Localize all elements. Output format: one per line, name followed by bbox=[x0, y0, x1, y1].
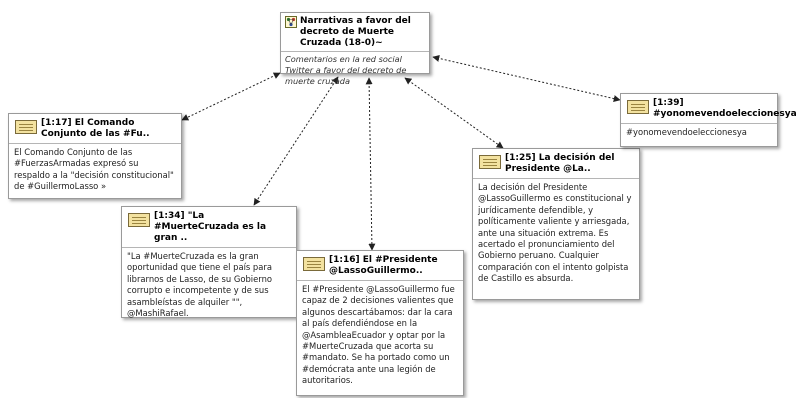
quotation-node-139[interactable]: [1:39] #yonomevendoeleccionesya #yonomev… bbox=[620, 93, 797, 147]
quotation-text: El #Presidente @LassoGuillermo fue capaz… bbox=[297, 280, 463, 390]
quotation-title: [1:17] El Comando Conjunto de las #Fu.. bbox=[41, 118, 150, 139]
quotation-text: #yonomevendoeleccionesya bbox=[621, 123, 777, 141]
quotation-node-125[interactable]: [1:25] La decisión del Presidente @La.. … bbox=[472, 148, 640, 300]
quotation-title: [1:39] #yonomevendoeleccionesya bbox=[653, 98, 797, 119]
code-node-header: Narrativas a favor del decreto de Muerte… bbox=[281, 13, 429, 51]
quotation-header: [1:17] El Comando Conjunto de las #Fu.. bbox=[9, 114, 181, 143]
quotation-header: [1:34] "La #MuerteCruzada es la gran .. bbox=[122, 207, 296, 247]
quotation-text: "La #MuerteCruzada es la gran oportunida… bbox=[122, 247, 296, 322]
quotation-text: La decisión del Presidente @LassoGuiller… bbox=[473, 178, 639, 288]
quotation-text: El Comando Conjunto de las #FuerzasArmad… bbox=[9, 143, 181, 196]
root-title: Narrativas a favor del decreto de Muerte… bbox=[300, 16, 411, 48]
quotation-doc-icon bbox=[303, 257, 325, 271]
quotation-title: [1:25] La decisión del Presidente @La.. bbox=[505, 153, 615, 174]
quotation-title: [1:16] El #Presidente @LassoGuillermo.. bbox=[329, 255, 438, 276]
quotation-doc-icon bbox=[128, 213, 150, 227]
quotation-node-134[interactable]: [1:34] "La #MuerteCruzada es la gran .. … bbox=[121, 206, 297, 318]
quotation-header: [1:25] La decisión del Presidente @La.. bbox=[473, 149, 639, 178]
link-root-q116 bbox=[365, 77, 376, 251]
code-node-root[interactable]: Narrativas a favor del decreto de Muerte… bbox=[280, 12, 430, 86]
root-comment: Comentarios en la red social Twitter a f… bbox=[281, 51, 429, 89]
link-root-q117 bbox=[181, 72, 281, 121]
quotation-doc-icon bbox=[479, 155, 501, 169]
quotation-header: [1:39] #yonomevendoeleccionesya bbox=[621, 94, 797, 123]
quotation-doc-icon bbox=[627, 100, 649, 114]
quotation-doc-icon bbox=[15, 120, 37, 134]
network-icon bbox=[285, 16, 297, 28]
quotation-node-116[interactable]: [1:16] El #Presidente @LassoGuillermo.. … bbox=[296, 250, 464, 396]
quotation-node-117[interactable]: [1:17] El Comando Conjunto de las #Fu.. … bbox=[8, 113, 182, 199]
quotation-header: [1:16] El #Presidente @LassoGuillermo.. bbox=[297, 251, 463, 280]
link-root-q134 bbox=[253, 76, 339, 206]
link-root-q139 bbox=[432, 55, 621, 102]
quotation-title: [1:34] "La #MuerteCruzada es la gran .. bbox=[154, 211, 267, 243]
